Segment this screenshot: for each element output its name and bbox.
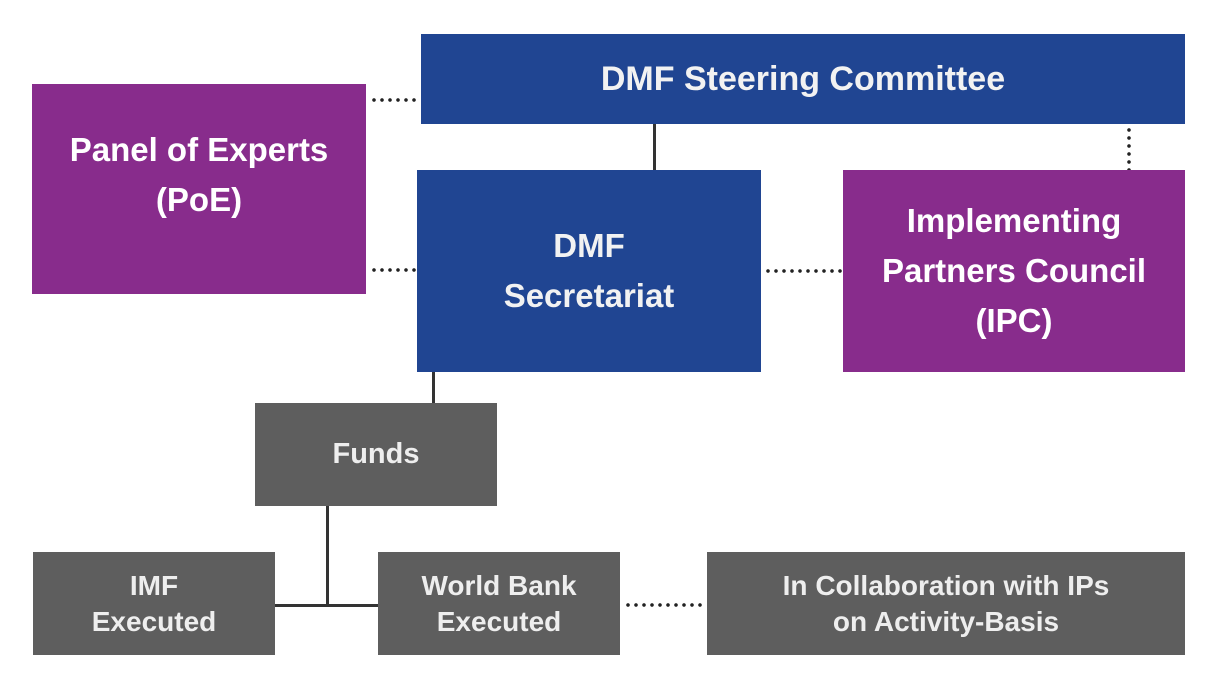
secretariat-label-line1: DMF [553, 227, 625, 264]
edge-steering-to-secretariat [653, 124, 656, 170]
node-steering-committee: DMF Steering Committee [421, 34, 1185, 124]
edge-poe-to-steering [370, 98, 418, 102]
edge-worldbank-to-collaboration [624, 603, 706, 607]
ipc-label-line1: Implementing [906, 202, 1122, 239]
poe-label-line2: (PoE) [155, 181, 243, 218]
node-imf-executed: IMF Executed [33, 552, 275, 655]
collaboration-label-line1: In Collaboration with IPs [782, 569, 1110, 601]
edge-poe-to-secretariat [370, 268, 416, 272]
ipc-label-line3: (IPC) [975, 302, 1053, 339]
imf-label-line1: IMF [129, 569, 179, 601]
node-world-bank-executed: World Bank Executed [378, 552, 620, 655]
ipc-label-line2: Partners Council [881, 252, 1147, 289]
node-funds: Funds [255, 403, 497, 506]
poe-label-line1: Panel of Experts [69, 131, 329, 168]
edge-secretariat-to-funds [432, 372, 435, 403]
node-panel-of-experts: Panel of Experts (PoE) [32, 84, 366, 294]
collaboration-label-line2: on Activity-Basis [832, 605, 1060, 637]
edge-steering-to-ipc [1127, 126, 1131, 170]
node-secretariat: DMF Secretariat [417, 170, 761, 372]
world-bank-label-line2: Executed [436, 605, 562, 637]
edge-secretariat-to-ipc [764, 269, 844, 273]
edge-funds-trunk [326, 506, 329, 606]
world-bank-label-line1: World Bank [421, 569, 577, 601]
steering-committee-label: DMF Steering Committee [600, 60, 1006, 98]
secretariat-label-line2: Secretariat [503, 277, 675, 314]
node-ipc: Implementing Partners Council (IPC) [843, 170, 1185, 372]
funds-label: Funds [332, 438, 420, 470]
node-collaboration: In Collaboration with IPs on Activity-Ba… [707, 552, 1185, 655]
edge-funds-to-executors [275, 604, 379, 607]
imf-label-line2: Executed [91, 605, 217, 637]
